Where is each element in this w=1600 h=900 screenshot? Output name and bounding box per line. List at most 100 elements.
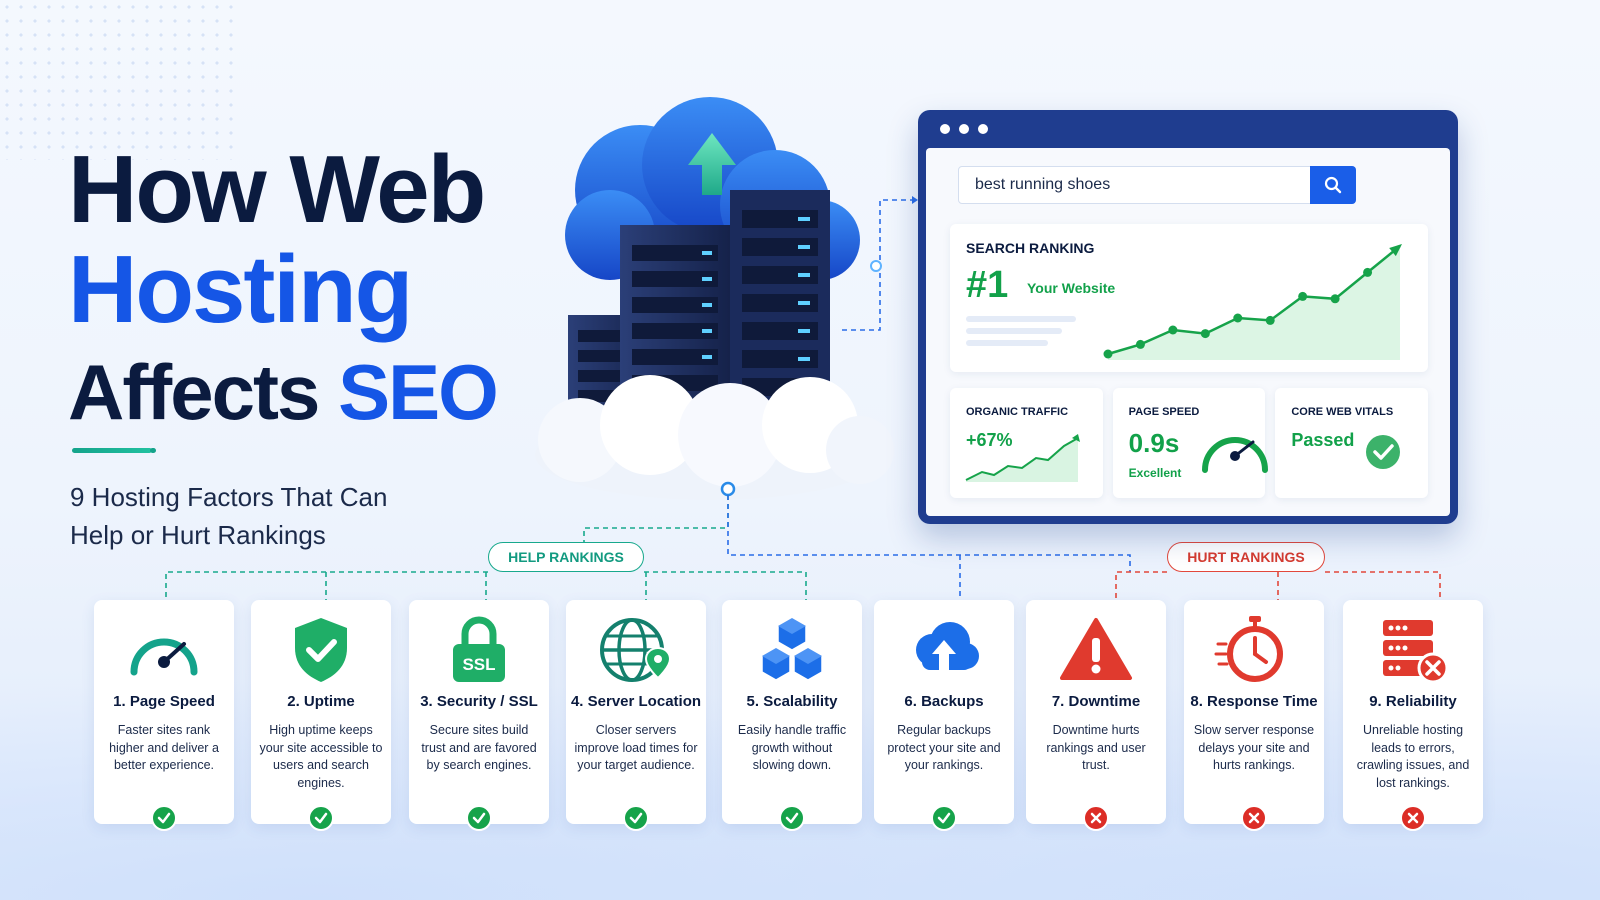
factor-card-page-speed[interactable]: 1. Page Speed Faster sites rank higher a… bbox=[94, 600, 234, 831]
subtitle-line-1: 9 Hosting Factors That Can bbox=[70, 482, 388, 512]
search-ranking-card: SEARCH RANKING #1 Your Website bbox=[950, 224, 1428, 372]
window-dot-1[interactable] bbox=[940, 124, 950, 134]
factor-description: Secure sites build trust and are favored… bbox=[421, 723, 537, 772]
trend-point bbox=[1103, 349, 1113, 359]
placeholder-line bbox=[966, 316, 1076, 322]
cross-status-icon bbox=[1083, 805, 1109, 831]
factor-card-uptime[interactable]: 2. Uptime High uptime keeps your site ac… bbox=[251, 600, 391, 831]
factor-description: High uptime keeps your site accessible t… bbox=[259, 723, 383, 790]
factor-title: 8. Response Time bbox=[1190, 693, 1318, 710]
warning-icon bbox=[1060, 618, 1132, 680]
headline-line-2: Hosting bbox=[68, 236, 413, 343]
factor-description: Closer servers improve load times for yo… bbox=[574, 723, 698, 772]
factor-title: 4. Server Location bbox=[570, 693, 702, 710]
factor-title: 1. Page Speed bbox=[113, 693, 215, 710]
metric-title: CORE WEB VITALS bbox=[1291, 406, 1394, 418]
check-status-icon bbox=[466, 805, 492, 831]
metrics-row: ORGANIC TRAFFIC +67% PAGE SPEED 0.9s Exc… bbox=[950, 388, 1429, 498]
trend-point bbox=[1363, 267, 1373, 277]
factor-title: 9. Reliability bbox=[1369, 693, 1457, 710]
factor-description: Easily handle traffic growth without slo… bbox=[737, 723, 847, 772]
globe-pin-icon bbox=[600, 618, 672, 682]
traffic-sparkline-icon bbox=[965, 434, 1080, 482]
metric-title: PAGE SPEED bbox=[1128, 406, 1200, 418]
placeholder-line bbox=[966, 328, 1062, 334]
trend-point bbox=[1265, 315, 1275, 325]
accent-bar bbox=[72, 448, 152, 453]
subtitle: 9 Hosting Factors That Can Help or Hurt … bbox=[70, 478, 450, 554]
metric-sub: Excellent bbox=[1128, 466, 1182, 480]
upload-arrow-icon bbox=[688, 133, 736, 195]
shield-check-icon bbox=[295, 618, 347, 682]
check-status-icon bbox=[308, 805, 334, 831]
factor-card-security-ssl[interactable]: SSL 3. Security / SSL Secure sites build… bbox=[409, 600, 549, 831]
factor-title: 5. Scalability bbox=[746, 693, 838, 710]
white-cloud-base bbox=[535, 375, 894, 500]
metric-value: 0.9s bbox=[1128, 428, 1180, 458]
factor-card-server-location[interactable]: 4. Server Location Closer servers improv… bbox=[566, 600, 706, 831]
trend-line bbox=[1107, 245, 1401, 356]
server-error-icon bbox=[1383, 620, 1449, 684]
help-rankings-label: HELP RANKINGS bbox=[488, 542, 644, 572]
check-circle-icon bbox=[1366, 435, 1401, 469]
headline: How Web Hosting Affects SEO bbox=[68, 136, 499, 444]
trend-area bbox=[1108, 246, 1400, 360]
core-web-vitals-card: CORE WEB VITALS Passed bbox=[1275, 388, 1429, 498]
metric-value: +67% bbox=[966, 430, 1013, 450]
window-controls bbox=[940, 124, 988, 134]
check-status-icon bbox=[151, 805, 177, 831]
headline-line-1: How Web bbox=[68, 136, 486, 243]
factor-card-response-time[interactable]: 8. Response Time Slow server response de… bbox=[1184, 600, 1324, 831]
svg-text:SSL: SSL bbox=[462, 655, 495, 674]
factor-title: 6. Backups bbox=[904, 693, 984, 710]
speedometer-icon bbox=[130, 638, 198, 676]
placeholder-line bbox=[966, 340, 1048, 346]
search-bar bbox=[958, 166, 1356, 204]
search-button[interactable] bbox=[1310, 166, 1356, 204]
trend-point bbox=[1168, 325, 1178, 335]
factor-card-backups[interactable]: 6. Backups Regular backups protect your … bbox=[874, 600, 1014, 831]
search-input[interactable] bbox=[959, 176, 1310, 194]
gauge-icon bbox=[1201, 437, 1268, 473]
check-status-icon bbox=[931, 805, 957, 831]
factor-description: Downtime hurts rankings and user trust. bbox=[1046, 723, 1146, 772]
factor-card-scalability[interactable]: 5. Scalability Easily handle traffic gro… bbox=[722, 600, 862, 831]
ranking-site: Your Website bbox=[1027, 280, 1116, 296]
factor-card-reliability[interactable]: 9. Reliability Unreliable hosting leads … bbox=[1343, 600, 1483, 831]
metric-value: Passed bbox=[1291, 430, 1355, 450]
cloud-upload-icon bbox=[916, 622, 979, 674]
subtitle-line-2: Help or Hurt Rankings bbox=[70, 520, 326, 550]
window-dot-3[interactable] bbox=[978, 124, 988, 134]
cubes-icon bbox=[761, 617, 823, 681]
ssl-lock-icon: SSL bbox=[453, 616, 505, 682]
factor-title: 2. Uptime bbox=[287, 693, 355, 710]
trend-point bbox=[1200, 329, 1210, 339]
factor-title: 3. Security / SSL bbox=[420, 693, 538, 710]
factor-description: Unreliable hosting leads to errors, craw… bbox=[1356, 723, 1470, 790]
cross-status-icon bbox=[1400, 805, 1426, 831]
metric-title: ORGANIC TRAFFIC bbox=[966, 406, 1069, 418]
cross-status-icon bbox=[1241, 805, 1267, 831]
trend-arrowhead bbox=[1389, 244, 1402, 257]
factor-title: 7. Downtime bbox=[1051, 693, 1141, 710]
factor-description: Slow server response delays your site an… bbox=[1193, 723, 1315, 772]
factor-card-downtime[interactable]: 7. Downtime Downtime hurts rankings and … bbox=[1026, 600, 1166, 831]
hurt-rankings-label: HURT RANKINGS bbox=[1167, 542, 1325, 572]
ranking-title: SEARCH RANKING bbox=[966, 240, 1095, 256]
browser-window: SEARCH RANKING #1 Your Website ORGANIC T… bbox=[918, 110, 1458, 524]
ranking-trend-chart bbox=[1103, 244, 1402, 360]
background-dots bbox=[0, 0, 240, 160]
headline-line-3-part-2: SEO bbox=[338, 348, 499, 436]
browser-content: SEARCH RANKING #1 Your Website ORGANIC T… bbox=[926, 148, 1450, 516]
window-dot-2[interactable] bbox=[959, 124, 969, 134]
trend-point bbox=[1298, 291, 1308, 301]
factor-description: Regular backups protect your site and yo… bbox=[887, 723, 1001, 772]
headline-line-3-part-1: Affects bbox=[68, 348, 339, 436]
search-icon bbox=[1324, 176, 1342, 194]
accent-dot bbox=[150, 448, 156, 453]
trend-point bbox=[1233, 313, 1243, 323]
page-speed-card: PAGE SPEED 0.9s Excellent bbox=[1112, 388, 1268, 498]
check-status-icon bbox=[623, 805, 649, 831]
headline-line-3: Affects SEO bbox=[68, 340, 499, 444]
trend-point bbox=[1330, 294, 1340, 304]
